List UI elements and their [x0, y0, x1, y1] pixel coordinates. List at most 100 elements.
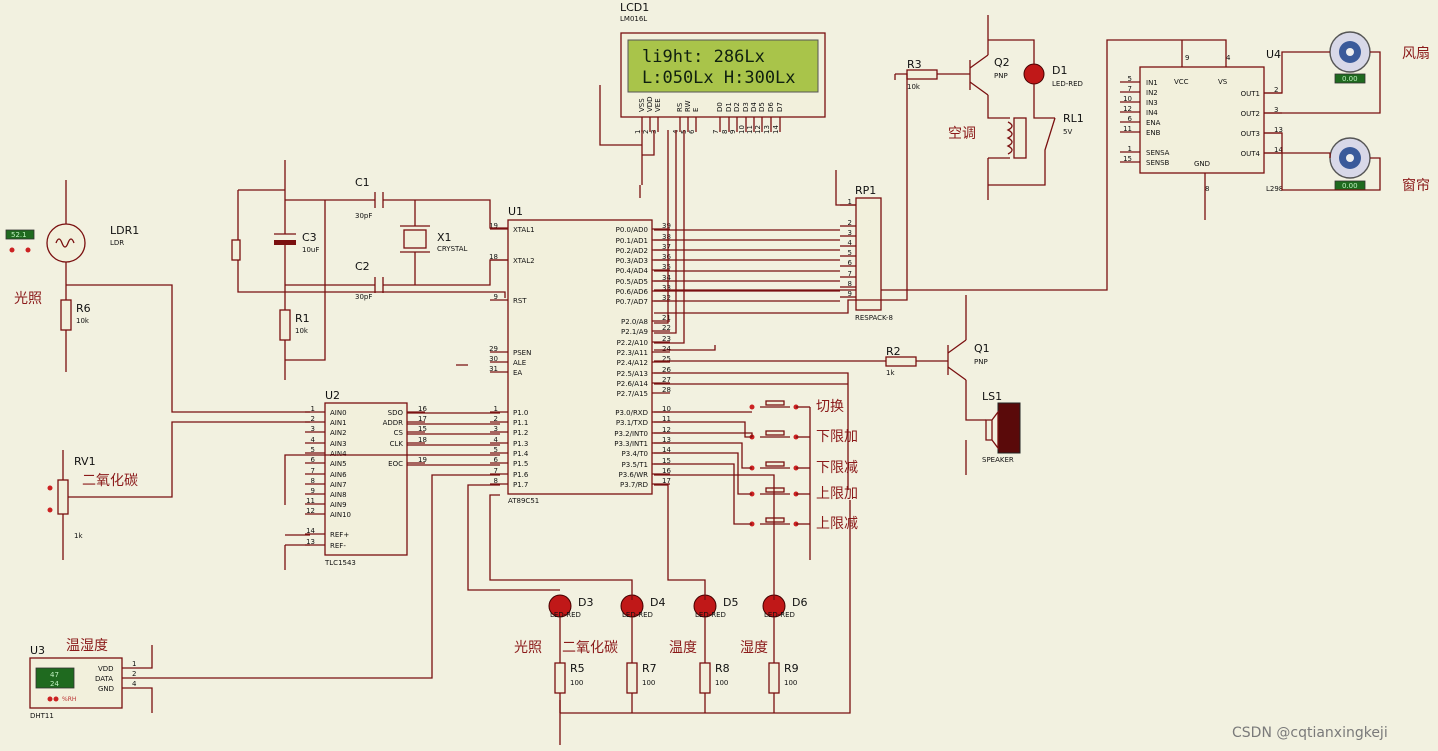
- resistor-r3[interactable]: R3 10k: [906, 58, 938, 91]
- mcu-right-pin-label: P2.6/A14: [617, 380, 649, 388]
- adc-left-pin-number: 13: [306, 538, 315, 546]
- ldr-up-button[interactable]: [25, 247, 31, 253]
- lcd-pin-label: VDD: [646, 96, 654, 112]
- ldr-ref: LDR1: [110, 224, 139, 237]
- lcd-module[interactable]: li9ht: 286Lx L:050Lx H:300Lx LCD1 LM016L…: [620, 1, 826, 134]
- transistor-q2[interactable]: Q2 PNP: [969, 54, 1010, 96]
- driver-left-pin-label: SENSA: [1146, 149, 1170, 157]
- dht-down-button[interactable]: [47, 696, 53, 702]
- fan-motor[interactable]: 0.00 风扇: [1329, 31, 1430, 84]
- mcu-right-pin-label: P3.6/WR: [619, 471, 649, 479]
- resistor-val: 100: [570, 679, 583, 687]
- lcd-line-1: li9ht: 286Lx: [642, 47, 765, 67]
- mcu-right-pin-number: 22: [662, 324, 671, 332]
- lcd-pin-label: RS: [676, 102, 684, 112]
- capacitor-c3[interactable]: C3 10uF: [274, 231, 319, 254]
- key-switch[interactable]: 切换: [749, 398, 845, 415]
- rp1-pin-number: 4: [848, 239, 853, 247]
- mcu-right-pin-number: 14: [662, 446, 671, 454]
- rp1-pin-number: 2: [848, 219, 852, 227]
- rv1-up-button[interactable]: [47, 507, 53, 513]
- key-lower-add[interactable]: 下限加: [749, 429, 859, 445]
- resistor-ref: R9: [784, 662, 799, 675]
- motor-driver-l298[interactable]: U4 L298 VCC VS GND 9 4 8 IN15IN27IN310IN…: [654, 39, 1283, 291]
- dht-pin2: 2: [132, 670, 136, 678]
- lcd-pin-number: 10: [738, 125, 746, 134]
- mcu-right-pin-label: P2.5/A13: [617, 370, 648, 378]
- lcd-pin-number: 1: [634, 130, 642, 134]
- key-upper-add[interactable]: 上限加: [749, 486, 859, 502]
- transistor-q1[interactable]: Q1 PNP: [947, 339, 990, 381]
- mcu-left-pin-number: 9: [494, 293, 498, 301]
- key-upper-sub[interactable]: 上限减: [749, 516, 859, 532]
- adc-right-pin-number: 18: [418, 436, 427, 444]
- driver-left-pin-label: IN4: [1146, 109, 1158, 117]
- label-co2: 二氧化碳: [82, 473, 138, 489]
- driver-right-pin-label: OUT1: [1241, 90, 1260, 98]
- mcu-right-pin-label: P0.1/AD1: [616, 237, 648, 245]
- mcu-right-pin-label: P3.7/RD: [620, 481, 648, 489]
- lcd-pin-label: D2: [733, 102, 741, 112]
- lcd-pin-label: RW: [684, 100, 692, 112]
- resistor-r1[interactable]: R1 10k: [279, 309, 310, 341]
- speaker-ls1[interactable]: LS1 SPEAKER: [982, 390, 1021, 464]
- resistor-val: 100: [784, 679, 797, 687]
- capacitor-c2[interactable]: C2 30pF: [355, 260, 384, 301]
- sensor-dht11[interactable]: 47 24 %RH VDD DATA GND 1 2 4 U3 DHT11 温湿…: [29, 474, 500, 720]
- mcu-right-pin-number: 10: [662, 405, 671, 413]
- c1-val: 30pF: [355, 212, 372, 220]
- rp1-pin-number: 1: [848, 198, 852, 206]
- resistor-r9[interactable]: R9 100: [768, 662, 799, 713]
- key-label-lower-add: 下限加: [816, 429, 858, 445]
- resistor-val: 100: [715, 679, 728, 687]
- lcd-pin-label: D7: [776, 102, 784, 112]
- led-ref: D6: [792, 596, 807, 609]
- r2-val: 1k: [886, 369, 895, 377]
- key-terminal: [749, 404, 755, 410]
- resistor-r2[interactable]: R2 1k: [885, 345, 917, 377]
- ls1-ref: LS1: [982, 390, 1002, 403]
- led-label-led-co2: 二氧化碳: [562, 640, 618, 656]
- mcu-left-pin-number: 1: [494, 405, 498, 413]
- key-lower-sub[interactable]: 下限减: [749, 460, 859, 476]
- resistor-r6[interactable]: R6 10k: [60, 299, 91, 331]
- led-d1[interactable]: D1 LED-RED: [1023, 63, 1083, 88]
- capacitor-c1[interactable]: C1 30pF: [355, 176, 384, 220]
- ldr-down-button[interactable]: [9, 247, 15, 253]
- mcu-left-pin-label: P1.0: [513, 409, 528, 417]
- ldr-sensor[interactable]: LDR1 LDR 52.1 光照: [5, 223, 139, 307]
- relay-rl1[interactable]: RL1 5V 空调: [948, 112, 1084, 159]
- d1-val: LED-RED: [1052, 80, 1083, 88]
- adc-part: TLC1543: [324, 559, 356, 567]
- r1-val: 10k: [295, 327, 309, 335]
- mcu-right-pin-label: P2.3/A11: [617, 349, 648, 357]
- led-val: LED-RED: [695, 611, 726, 619]
- driver-vs-label: VS: [1218, 78, 1228, 86]
- rp1-val: RESPACK-8: [855, 314, 893, 322]
- driver-right-pin-number: 14: [1274, 146, 1283, 154]
- rv1-down-button[interactable]: [47, 485, 53, 491]
- mcu-left-pin-number: 18: [489, 253, 498, 261]
- driver-pin8: 8: [1205, 185, 1209, 193]
- dht-up-button[interactable]: [53, 696, 59, 702]
- dht-part: DHT11: [30, 712, 54, 720]
- mcu-left-pin-number: 29: [489, 345, 498, 353]
- adc-tlc1543[interactable]: U2 TLC1543 AIN01AIN12AIN23AIN34AIN45AIN5…: [305, 389, 427, 567]
- curtain-reading: 0.00: [1342, 182, 1358, 190]
- key-cap: [765, 517, 785, 523]
- reset-button[interactable]: [231, 239, 241, 261]
- rp1-ref: RP1: [855, 184, 876, 197]
- mcu-at89c51[interactable]: U1 AT89C51 XTAL119XTAL218RST9PSEN29ALE30…: [489, 205, 671, 505]
- mcu-left-pin-number: 3: [494, 425, 498, 433]
- key-wires: [654, 407, 811, 560]
- crystal-x1[interactable]: X1 CRYSTAL: [400, 225, 468, 253]
